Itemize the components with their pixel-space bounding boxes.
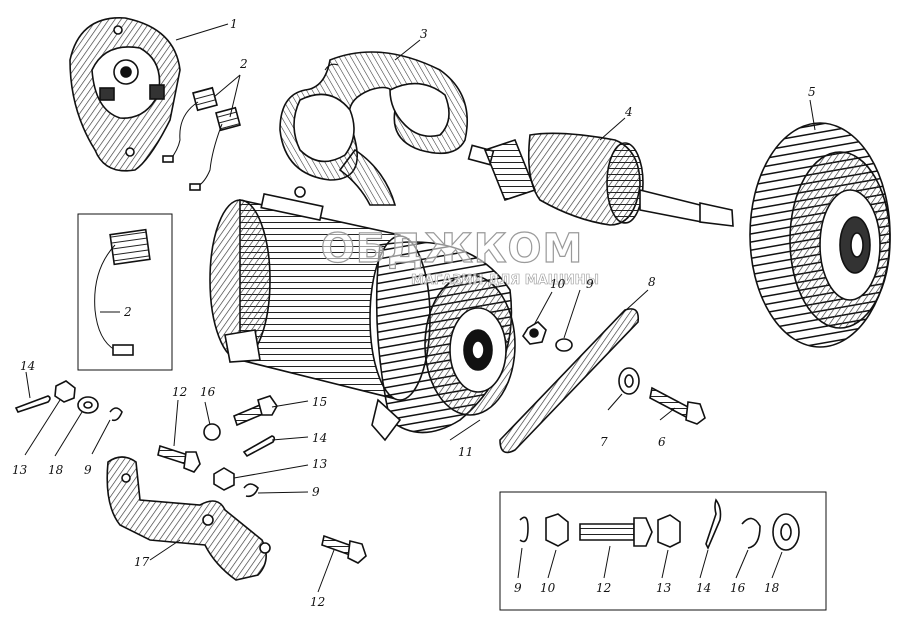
- cotter-pin-14-mid: [242, 435, 276, 458]
- leader-lines: [24, 23, 816, 593]
- lock-washer-9-mid: [243, 483, 259, 498]
- callout-7: 7: [600, 435, 608, 449]
- castle-nut-13-left: [54, 380, 76, 403]
- legend-number: 18: [764, 581, 780, 595]
- brush-inset: [94, 228, 151, 356]
- legend-nut-icon: [545, 513, 569, 547]
- callout-2-inset: 2: [123, 305, 132, 319]
- legend-number: 12: [596, 581, 611, 595]
- legend-lock-washer-icon: [519, 516, 529, 543]
- legend-number: 16: [730, 581, 746, 595]
- brushes: [162, 86, 241, 191]
- callout-16-mid: 16: [200, 385, 216, 399]
- callout-18-left: 18: [48, 463, 64, 477]
- bolt-6: [649, 386, 706, 425]
- callout-12-lower: 12: [310, 595, 325, 609]
- callout-2-top: 2: [239, 57, 248, 71]
- legend-number: 10: [540, 581, 556, 595]
- nut-10-top: [522, 320, 547, 345]
- callout-15: 15: [312, 395, 327, 409]
- fastener-legend-frame: [499, 491, 827, 611]
- generator-body: [209, 186, 516, 442]
- callout-14-left: 14: [20, 359, 35, 373]
- fan-pulley: [749, 122, 891, 348]
- castle-nut-13-mid: [213, 467, 235, 491]
- callout-13-mid: 13: [312, 457, 328, 471]
- callout-6: 6: [658, 435, 666, 449]
- bolt-15: [233, 395, 278, 427]
- callout-12-mid: 12: [172, 385, 187, 399]
- callout-8: 8: [648, 275, 656, 289]
- armature: [467, 132, 734, 227]
- legend-number: 14: [696, 581, 711, 595]
- brush-inset-frame: [77, 213, 173, 371]
- lock-washer-9-top: [555, 338, 573, 352]
- bolt-12-lower: [321, 534, 367, 564]
- callout-4: 4: [624, 105, 633, 119]
- legend-castle-nut-icon: [657, 514, 681, 548]
- watermark-tagline: МАГАЗИН ДЛЯ МАШИНЫ: [411, 273, 599, 288]
- callout-labels: 1 2 2 3 4 5 6 7 8 9 10 11 14 13 18 9 12 …: [12, 17, 816, 609]
- callout-5: 5: [808, 85, 816, 99]
- adjusting-strap: [499, 308, 640, 454]
- legend-leaders: [517, 545, 783, 579]
- bolt-12-mid: [157, 444, 201, 473]
- legend-numbers: 9 10 12 13 14 16 18: [514, 581, 780, 595]
- legend-bolt-icon: [579, 517, 653, 547]
- lock-washer-9-left: [109, 407, 123, 422]
- callout-3: 3: [420, 27, 428, 41]
- callout-1: 1: [230, 17, 238, 31]
- callout-10-top: 10: [550, 277, 566, 291]
- washer-16-mid: [203, 423, 221, 441]
- cotter-pin-14-left: [14, 395, 51, 413]
- callout-17: 17: [134, 555, 150, 569]
- callout-11: 11: [458, 445, 473, 459]
- callout-9-left: 9: [84, 463, 92, 477]
- mounting-bracket: [106, 456, 267, 581]
- end-cover-plate: [69, 17, 181, 172]
- field-coil: [279, 51, 468, 206]
- legend-cotter-pin-icon: [705, 498, 722, 550]
- watermark-brand: ОБДЖКОМ: [321, 226, 584, 272]
- legend-parts: [519, 498, 800, 551]
- callout-9-mid: 9: [312, 485, 320, 499]
- callout-14-mid: 14: [312, 431, 327, 445]
- legend-number: 13: [656, 581, 672, 595]
- callout-9-top: 9: [586, 277, 594, 291]
- legend-number: 9: [514, 581, 522, 595]
- legend-spring-washer-icon: [741, 517, 761, 549]
- callout-13-left: 13: [12, 463, 28, 477]
